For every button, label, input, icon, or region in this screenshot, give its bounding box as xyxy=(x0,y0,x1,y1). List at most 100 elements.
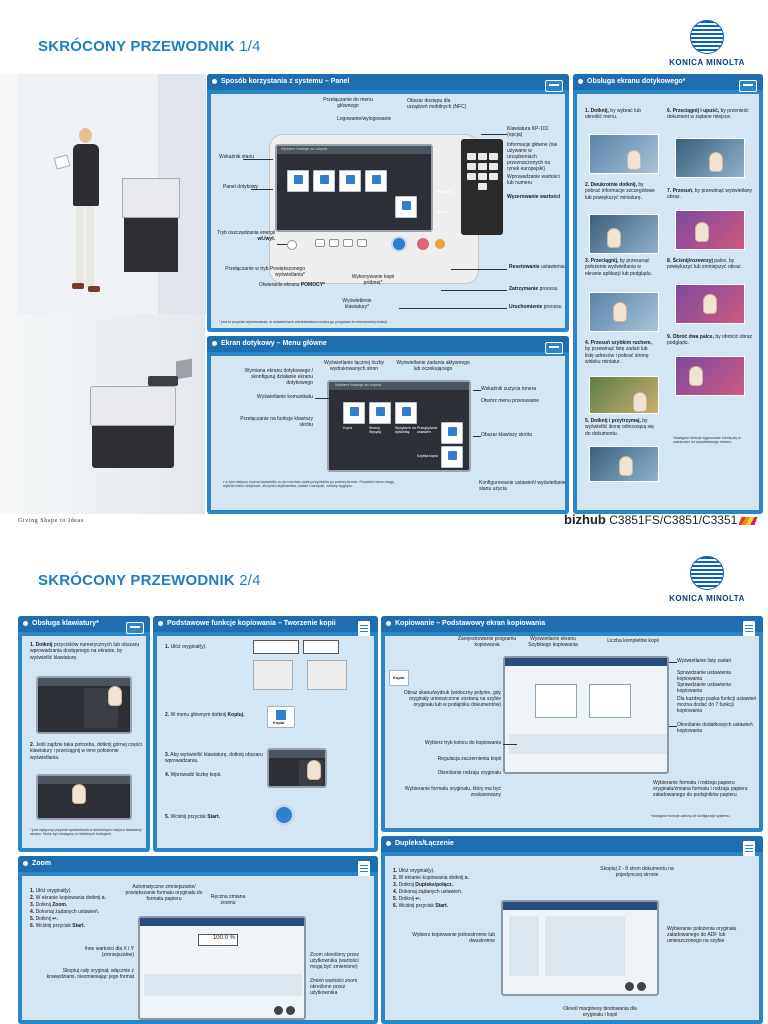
register-key-3[interactable] xyxy=(343,239,353,247)
keyboard-step-2: 2. Jeśli zajdzie taka potrzeba, dotknij … xyxy=(30,742,143,761)
stop-button-icon[interactable] xyxy=(417,238,429,250)
zoom-step-3: 3. Dotknij Zoom. xyxy=(30,902,68,908)
panel-duplex: Dupleks/Łączenie 1. Ułóż oryginał(y). 2.… xyxy=(381,836,763,1024)
duplex-step-4: 4. Dokonaj żądanych ustawień. xyxy=(393,889,463,895)
brand-logo-2: KONICA MINOLTA xyxy=(662,556,752,603)
copy-step-3: 3. Aby wyświetlić klawiaturę, dotknij ob… xyxy=(165,752,263,765)
touch-step-9: 9. Obróć dwa palce, by obrócić obraz pod… xyxy=(667,334,753,347)
start-label: Uruchomienie procesu xyxy=(509,304,562,310)
tagline: Giving Shape to Ideas xyxy=(18,518,84,524)
power-save-button[interactable] xyxy=(287,240,297,250)
copy-step-5: 5. Wciśnij przycisk Start. xyxy=(165,814,221,820)
hand-icon xyxy=(703,294,717,314)
check-icon[interactable] xyxy=(637,982,646,991)
touch-step-7: 7. Przesuń, by przewinąć wyświetlany obr… xyxy=(667,188,753,201)
arrow-icon-left xyxy=(253,640,299,654)
panel-system-usage: Sposób korzystania z systemu – Panel Wyb… xyxy=(207,74,569,332)
menu-button[interactable]: Menu xyxy=(436,209,447,214)
panel-keyboard: Obsługa klawiatury* 1. Dotknij przyciskó… xyxy=(18,616,150,852)
panel-menu-body: Wybierz funkcje do użycia Kopia Skanuj W… xyxy=(211,356,565,510)
start-icon[interactable] xyxy=(273,804,295,826)
touch-step-1: 1. Dotknij, by wybrać lub określić menu. xyxy=(585,108,641,121)
screen-icon xyxy=(739,80,757,92)
hand-icon xyxy=(619,456,633,476)
touch-step-4: 4. Przesuń szybkim ruchem, by przewinąć … xyxy=(585,340,652,365)
register-key-1[interactable] xyxy=(315,239,325,247)
touch-demo-image-2 xyxy=(589,214,659,254)
copy-basic-screen xyxy=(503,656,669,774)
touch-demo-image-4 xyxy=(589,376,659,414)
duplex-step-6: 6. Wciśnij przycisk Start. xyxy=(393,903,449,909)
hand-icon xyxy=(627,150,641,170)
document-icon xyxy=(743,621,755,636)
touch-demo-image-8 xyxy=(675,284,745,324)
panel-zoom-body: 1. Ułóż oryginał(y). 2. W ekranie kopiow… xyxy=(22,876,374,1020)
panel-basic-copy: Podstawowe funkcje kopiowania – Tworzeni… xyxy=(153,616,378,852)
reset-button-icon[interactable] xyxy=(435,239,445,249)
touch-step-6: 6. Przeciągnij i upuść, by przenieść dok… xyxy=(667,108,749,121)
close-icon[interactable] xyxy=(625,982,634,991)
start-button-icon[interactable] xyxy=(391,236,407,252)
touch-step-8: 8. Ściśnij/rozewrzyj palce, by powiększy… xyxy=(667,258,742,271)
hand-icon xyxy=(72,784,86,804)
zoom-step-6: 6. Wciśnij przycisk Start. xyxy=(30,923,86,929)
screen-icon xyxy=(545,342,563,354)
zoom-step-5: 5. Dotknij ↩. xyxy=(30,916,58,922)
panel-zoom: Zoom 1. Ułóż oryginał(y). 2. W ekranie k… xyxy=(18,856,378,1024)
panel-copy-screen-body: Kopia Zarejestrowanie programu kopiowani… xyxy=(385,636,759,828)
tile-quick-copy[interactable]: Szybka kopia xyxy=(417,454,438,458)
stop-label: Zatrzymanie procesu xyxy=(509,286,558,292)
panel-basic-copy-body: 1. Ułóż oryginał(y). 2. W menu głównym d… xyxy=(157,636,374,848)
panel-touch-operation: Obsługa ekranu dotykowego* 1. Dotknij, b… xyxy=(573,74,763,514)
register-key-4[interactable] xyxy=(357,239,367,247)
reset-label: Resetowanie ustawienia xyxy=(509,264,565,270)
check-icon[interactable] xyxy=(286,1006,295,1015)
touch-demo-image-9 xyxy=(675,356,745,396)
zoom-step-1: 1. Ułóż oryginał(y). xyxy=(30,888,72,894)
duplex-step-3: 3. Dotknij Dupleks/połącz. xyxy=(393,882,454,888)
panel-duplex-body: 1. Ułóż oryginał(y). 2. W ekranie kopiow… xyxy=(385,856,759,1020)
touch-demo-image-7 xyxy=(675,210,745,250)
keypad-icon xyxy=(126,622,144,634)
model-line: bizhub C3851FS/C3851/C3351 xyxy=(564,512,758,527)
tile-send-disk[interactable]: Wysyłanie na dyskietkę xyxy=(395,426,416,435)
duplex-side-list[interactable] xyxy=(509,916,539,976)
duplex-options-grid[interactable] xyxy=(545,916,625,976)
brand-logo: KONICA MINOLTA xyxy=(662,20,752,67)
kopia-tile[interactable]: Kopia xyxy=(267,706,295,728)
touch-panel-screen: Wybierz funkcje do użycia xyxy=(275,144,433,232)
tile-settings-view[interactable]: Przeglądanie ustawień xyxy=(417,426,438,435)
keypad[interactable] xyxy=(461,139,503,235)
tile-scan-send[interactable]: Skanuj Wysyłaj xyxy=(369,426,382,435)
panel-touch-body: 1. Dotknij, by wybrać lub określić menu.… xyxy=(577,94,759,510)
hand-icon xyxy=(709,152,723,172)
duplex-step-1: 1. Ułóż oryginał(y). xyxy=(393,868,435,874)
touch-step-2: 2. Dwukrotnie dotknij, by pobrać informa… xyxy=(585,182,655,201)
zoom-step-4: 4. Dokonaj żądanych ustawień. xyxy=(30,909,100,915)
document-icon xyxy=(358,861,370,876)
duplex-step-2: 2. W ekranie kopiowania dotknij ≥. xyxy=(393,875,469,881)
hand-icon xyxy=(695,222,709,242)
arrow-icon-right xyxy=(303,640,339,654)
zoom-step-2: 2. W ekranie kopiowania dotknij ≥. xyxy=(30,895,106,901)
main-menu-screen: Wybierz funkcje do użycia Kopia Skanuj W… xyxy=(327,380,471,472)
zoom-value-field[interactable]: 100.0 % xyxy=(198,934,238,946)
tile-kopia[interactable]: Kopia xyxy=(343,426,352,430)
logout-button[interactable]: Wyloguj xyxy=(436,189,453,194)
copy-keypad-screen xyxy=(267,748,327,788)
zoom-presets-row[interactable] xyxy=(144,974,302,996)
panel-main-menu: Ekran dotykowy – Menu główne Wybierz fun… xyxy=(207,336,569,514)
touch-step-5: 5. Dotknij i przytrzymaj, by wyświetlić … xyxy=(585,418,654,437)
help-label: Otwieranie ekranu POMOCY* xyxy=(258,282,325,288)
panel-keyboard-body: 1. Dotknij przycisków numerycznych lub o… xyxy=(22,636,146,848)
power-save-label: Tryb oszczędzania energii wł./wył. xyxy=(217,230,275,242)
register-key-2[interactable] xyxy=(329,239,339,247)
duplex-step-5: 5. Dotknij ↩. xyxy=(393,896,421,902)
kopia-tag: Kopia xyxy=(389,670,409,686)
close-icon[interactable] xyxy=(274,1006,283,1015)
panel-system-body: Wybierz funkcje do użycia Wyloguj Menu P… xyxy=(211,94,565,328)
page1-title: SKRÓCONY PRZEWODNIK 1/4 xyxy=(38,38,261,55)
zoom-screen: 100.0 % xyxy=(138,916,306,1020)
copy-step-1: 1. Ułóż oryginał(y). xyxy=(165,644,207,650)
copy-step-4: 4. Wprowadź liczbę kopii. xyxy=(165,772,222,778)
